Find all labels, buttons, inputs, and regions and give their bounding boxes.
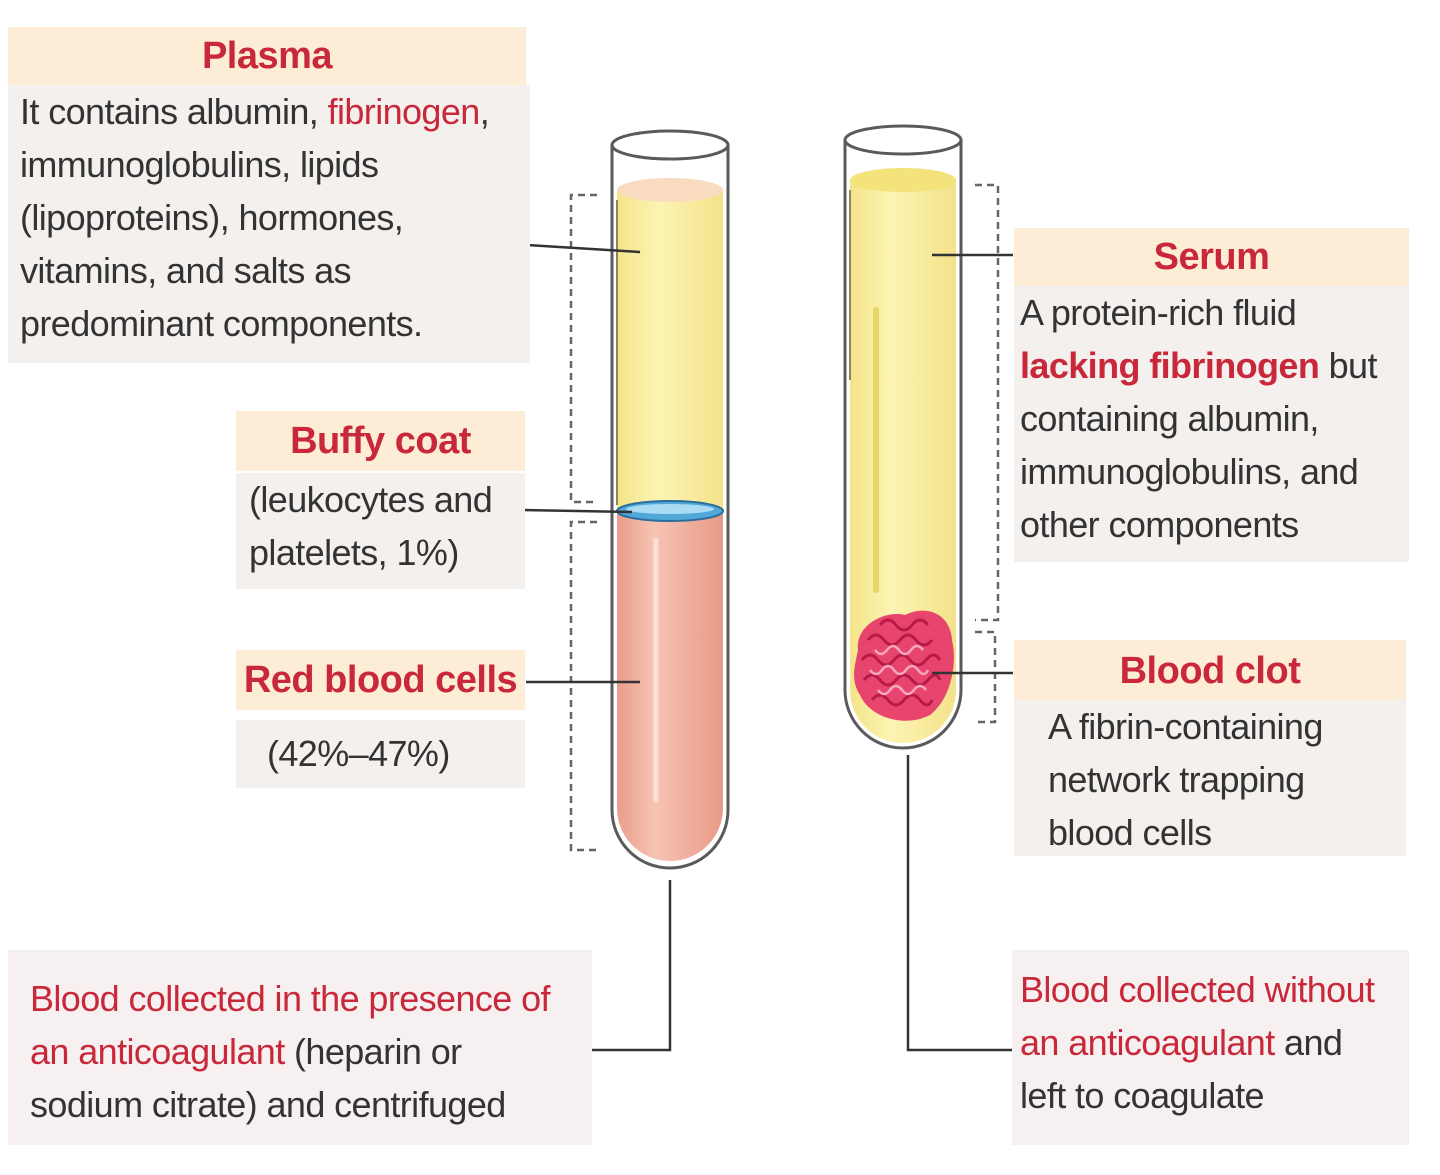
blood-clot-description: A fibrin-containing network trapping blo… — [1014, 700, 1406, 856]
buffy-leader — [521, 508, 633, 514]
serum-description: A protein-rich fluid lacking fibrinogen … — [1014, 286, 1409, 562]
serum-meniscus — [850, 168, 956, 192]
plasma-text-line: immunoglobulins, lipids — [20, 144, 379, 185]
serum-bracket — [975, 183, 1000, 622]
right-caption-leader — [906, 755, 1012, 1052]
rbc-layer — [617, 512, 723, 861]
plasma-fibrinogen-highlight: fibrinogen — [327, 91, 481, 132]
left-caption-leader — [588, 880, 672, 1052]
rbc-percentage: (42%–47%) — [236, 720, 525, 788]
plasma-meniscus — [617, 178, 723, 202]
plasma-description: It contains albumin, fibrinogen, immunog… — [8, 85, 530, 363]
tube-rim — [610, 129, 730, 161]
buffy-coat-description: (leukocytes and platelets, 1%) — [236, 473, 525, 589]
plasma-layer — [617, 190, 723, 510]
serum-lacking-fibrinogen-highlight: lacking fibrinogen — [1020, 345, 1320, 386]
blood-clot — [854, 610, 954, 721]
plasma-bracket — [569, 193, 597, 504]
plasma-text-line: vitamins, and salts as — [20, 250, 352, 291]
clot-bracket — [975, 630, 997, 724]
rbc-bracket — [569, 520, 597, 852]
blood-clot-title: Blood clot — [1014, 640, 1406, 702]
rbc-title: Red blood cells — [236, 650, 525, 710]
left-tube — [610, 129, 730, 870]
serum-title: Serum — [1014, 228, 1409, 286]
plasma-text-line: It contains albumin, — [20, 91, 328, 132]
right-tube — [843, 124, 963, 750]
buffy-coat-title: Buffy coat — [236, 411, 525, 471]
plasma-title: Plasma — [8, 27, 526, 85]
plasma-leader — [526, 243, 641, 254]
left-tube-caption: Blood collected in the presence of an an… — [8, 950, 592, 1145]
right-tube-caption: Blood collected without an anticoagulant… — [1012, 950, 1409, 1145]
plasma-text-line: (lipoproteins), hormones, — [20, 197, 404, 238]
plasma-text-line: predominant components. — [20, 303, 423, 344]
